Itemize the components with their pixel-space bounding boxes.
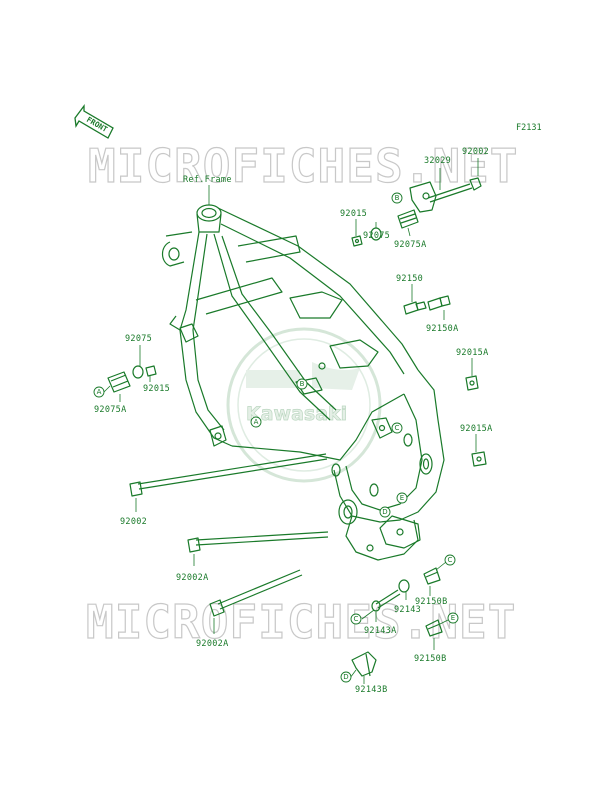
callout-E-frame: E (396, 492, 408, 504)
bolt-92150 (403, 301, 427, 315)
front-arrow: FRONT (74, 104, 114, 139)
callout-D-frame: D (379, 506, 391, 518)
bolt-92150A (427, 295, 451, 311)
bracket-92143B (351, 651, 377, 677)
part-label-92015A-lower: 92015A (460, 424, 493, 434)
part-label-92015-top: 92015 (340, 209, 367, 219)
nut-92015A-upper (465, 375, 479, 391)
spacer-92143A (371, 589, 401, 612)
bolt-92002A-lower (209, 569, 303, 617)
part-label-92075-top: 92075 (363, 231, 390, 241)
svg-text:A: A (254, 418, 259, 426)
part-label-92150B-lower: 92150B (414, 654, 447, 664)
svg-text:B: B (395, 194, 400, 202)
callout-C-upper: C (444, 554, 456, 566)
callout-A-frame: A (250, 416, 262, 428)
svg-text:C: C (354, 615, 359, 623)
bolt-92150B-upper (423, 567, 441, 585)
part-label-92075A-left: 92075A (94, 405, 127, 415)
part-label-92150: 92150 (396, 274, 423, 284)
callout-D-lower: D (340, 671, 352, 683)
page-code: F2131 (516, 123, 542, 133)
part-label-92002A-middle: 92002A (176, 573, 209, 583)
callout-C-lower: C (350, 613, 362, 625)
ref-frame-label: Ref.Frame (183, 175, 232, 185)
watermark-top: MICROFICHES.NET (88, 139, 518, 193)
bolt-92002-long (129, 453, 328, 497)
part-label-92150B-upper: 92150B (415, 597, 448, 607)
nut-92015-left (145, 365, 157, 377)
part-label-92015A-upper: 92015A (456, 348, 489, 358)
svg-text:B: B (300, 380, 305, 388)
nut-92015-top (351, 235, 363, 247)
part-label-92143: 92143 (394, 605, 421, 615)
washer-92075-left (132, 365, 144, 379)
part-label-92150A: 92150A (426, 324, 459, 334)
part-label-92002-left: 92002 (120, 517, 147, 527)
kawasaki-logo: Kawasaki (226, 327, 382, 483)
callout-E-lower: E (447, 612, 459, 624)
svg-text:C: C (395, 424, 400, 432)
collar-92075A-left (107, 371, 131, 393)
callout-B-top: B (391, 192, 403, 204)
bracket-32029 (409, 181, 437, 213)
callout-C-frame: C (391, 422, 403, 434)
part-label-92002-top: 92002 (462, 147, 489, 157)
svg-text:D: D (382, 508, 387, 516)
spacer-92143 (398, 579, 410, 593)
nut-92015A-lower (471, 451, 487, 467)
part-label-92075-left: 92075 (125, 334, 152, 344)
part-label-92015-left: 92015 (143, 384, 170, 394)
motorcycle-frame (161, 204, 445, 561)
svg-text:D: D (343, 673, 348, 681)
collar-92075A-top (397, 209, 419, 229)
bolt-92150B-lower (425, 619, 443, 637)
part-label-92002A-lower: 92002A (196, 639, 229, 649)
svg-text:C: C (448, 556, 453, 564)
svg-text:E: E (451, 614, 455, 622)
part-label-92143A: 92143A (364, 626, 397, 636)
svg-text:A: A (97, 388, 102, 396)
logo-text: Kawasaki (246, 403, 347, 425)
part-label-92075A-top: 92075A (394, 240, 427, 250)
part-label-92143B: 92143B (355, 685, 388, 695)
svg-text:E: E (400, 494, 404, 502)
part-label-32029: 32029 (424, 156, 451, 166)
bolt-92002-top (427, 177, 482, 203)
bolt-92002A-middle (187, 531, 329, 553)
callout-A-left: A (93, 386, 105, 398)
callout-B-frame: B (296, 378, 308, 390)
